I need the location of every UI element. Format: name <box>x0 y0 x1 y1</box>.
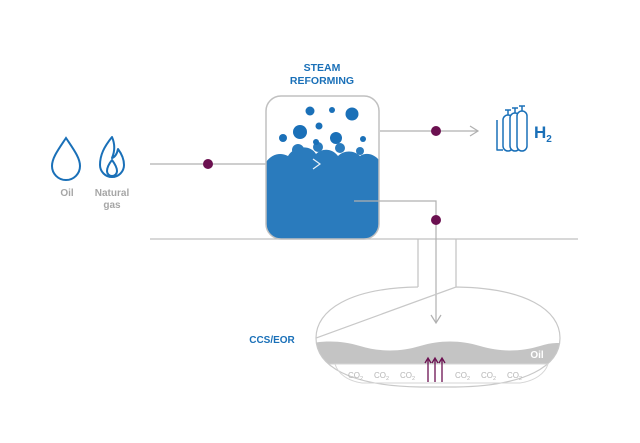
input-arrow-head <box>312 158 322 170</box>
oil-drop-icon <box>50 136 82 181</box>
co2-flow-line <box>354 200 437 322</box>
ccs-eor-label: CCS/EOR <box>249 335 295 346</box>
reformer-water <box>266 147 379 239</box>
co2-flow-marker <box>431 215 441 225</box>
reservoir <box>315 286 561 388</box>
steam-reforming-title-line1: STEAM <box>304 62 341 74</box>
bubble <box>279 134 287 142</box>
natural-gas-flame-icon <box>99 136 125 178</box>
co2-label: CO2 <box>348 371 363 382</box>
co2-label: CO2 <box>374 371 389 382</box>
input-flow-marker <box>203 159 213 169</box>
co2-label: CO2 <box>400 371 415 382</box>
oil-layer <box>316 341 560 364</box>
bubble <box>330 132 342 144</box>
h2-label: H2 <box>534 123 552 145</box>
bubble <box>360 136 366 142</box>
h2-flow-marker <box>431 126 441 136</box>
reformer-vessel <box>265 95 380 240</box>
natural-gas-label-line2: gas <box>103 200 121 211</box>
co2-label: CO2 <box>481 371 496 382</box>
bubble <box>329 107 335 113</box>
steam-reforming-title-line2: REFORMING <box>290 75 354 87</box>
h2-flow-arrow-head <box>469 125 480 137</box>
oil-label: Oil <box>60 188 74 199</box>
co2-injection-arrows <box>424 356 446 382</box>
co2-label: CO2 <box>507 371 522 382</box>
co2-zone-outline <box>334 363 549 384</box>
bubble <box>345 107 359 121</box>
bubble <box>313 139 319 145</box>
natural-gas-label-line1: Natural <box>95 188 130 199</box>
co2-flow-arrow-head <box>430 314 442 325</box>
hydrogen-cylinders-icon <box>496 105 528 152</box>
reservoir-outline <box>315 286 561 388</box>
co2-label: CO2 <box>455 371 470 382</box>
oil-layer-label: Oil <box>530 350 544 361</box>
bubble <box>293 125 307 139</box>
bubble <box>305 106 315 116</box>
bubble <box>315 122 323 130</box>
reformer-vessel-outline <box>265 95 380 240</box>
